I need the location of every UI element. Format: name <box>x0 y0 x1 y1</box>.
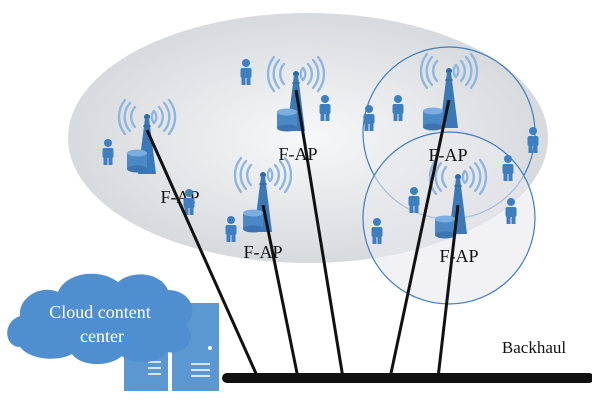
link-line <box>294 89 345 379</box>
storage-cylinder-icon <box>127 149 147 173</box>
storage-cylinder-icon <box>435 215 455 239</box>
storage-cylinder-icon <box>277 108 297 132</box>
cloud-label-line2: center <box>80 326 124 346</box>
cloud-shape <box>7 273 193 365</box>
cloud-label-line1: Cloud content <box>49 302 151 322</box>
storage-cylinder-icon <box>243 209 263 233</box>
link-line <box>388 99 451 379</box>
ap-label: F-AP <box>243 242 282 262</box>
backhaul-label: Backhaul <box>502 338 566 357</box>
ap-label: F-AP <box>278 144 317 164</box>
storage-cylinder-icon <box>423 107 443 131</box>
backhaul-bus <box>222 373 592 383</box>
link-line <box>261 204 300 379</box>
link-line <box>145 129 260 379</box>
link-line <box>436 204 460 379</box>
links <box>145 89 460 379</box>
ap-right-bottom: F-AP <box>428 158 488 266</box>
ap-label: F-AP <box>439 246 478 266</box>
